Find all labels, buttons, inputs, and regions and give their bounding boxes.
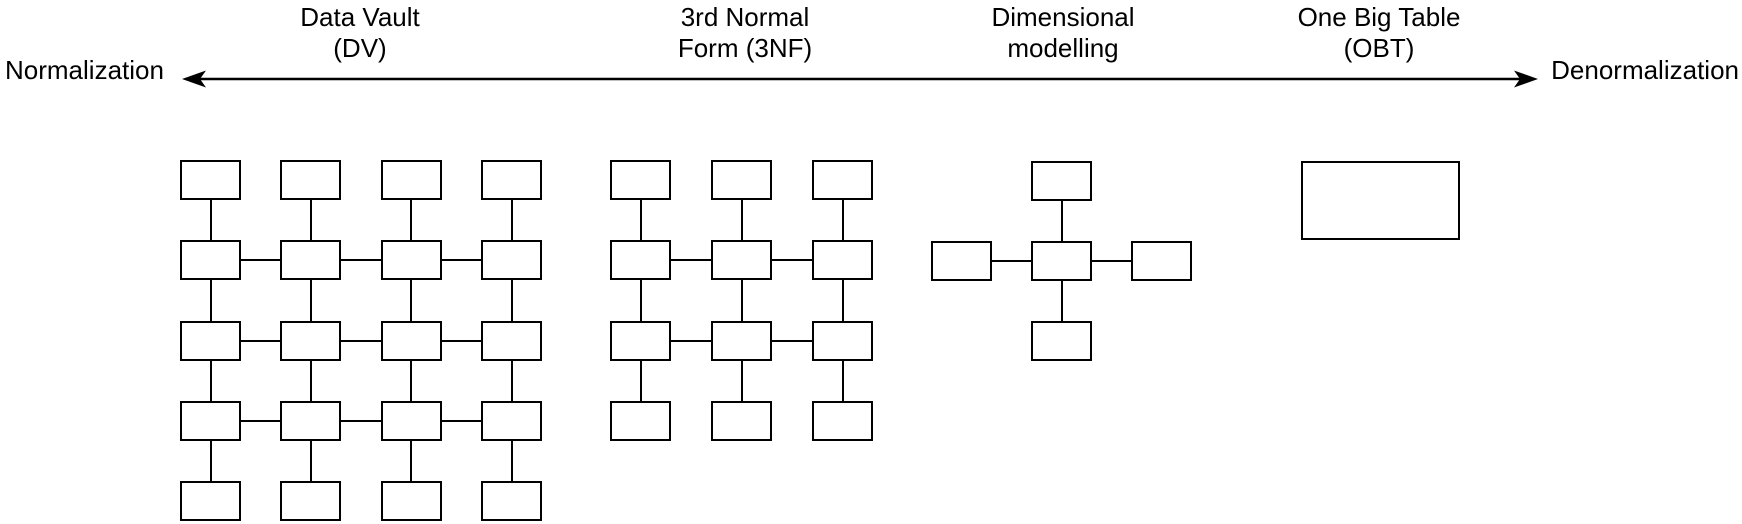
connector-line: [410, 360, 413, 401]
data-vault-box: [280, 481, 342, 521]
data-vault-box: [380, 481, 442, 521]
connector-line: [740, 280, 743, 321]
arrowhead-right-icon: [1514, 70, 1538, 88]
third-normal-form-box: [610, 320, 671, 361]
connector-line: [209, 440, 212, 481]
connector-line: [772, 339, 812, 342]
data-vault-box: [481, 160, 543, 200]
arrowhead-left-icon: [182, 70, 206, 88]
data-vault-box: [180, 160, 241, 200]
data-vault-box: [380, 320, 442, 361]
data-vault-box: [280, 400, 342, 441]
connector-line: [740, 200, 743, 241]
dimensional-modelling-dimension-box: [1131, 241, 1192, 281]
connector-line: [841, 200, 844, 241]
connector-line: [1060, 201, 1063, 241]
data-vault-box: [380, 160, 442, 200]
data-vault-box: [481, 240, 543, 281]
denormalization-label: Denormalization: [1551, 55, 1739, 85]
one-big-table-label: One Big Table (OBT): [1298, 2, 1461, 64]
connector-line: [241, 339, 281, 342]
connector-line: [341, 419, 381, 422]
connector-line: [209, 280, 212, 321]
connector-line: [740, 360, 743, 401]
third-normal-form-box: [610, 400, 671, 441]
connector-line: [309, 280, 312, 321]
normalization-label: Normalization: [5, 55, 164, 85]
third-normal-form-box: [610, 240, 671, 281]
connector-line: [410, 440, 413, 481]
data-vault-box: [481, 320, 543, 361]
connector-line: [410, 280, 413, 321]
connector-line: [410, 200, 413, 241]
connector-line: [992, 260, 1031, 262]
connector-line: [510, 360, 513, 401]
connector-line: [241, 259, 281, 262]
connector-line: [510, 200, 513, 241]
connector-line: [841, 360, 844, 401]
connector-line: [772, 259, 812, 262]
connector-line: [209, 360, 212, 401]
data-vault-box: [481, 481, 543, 521]
data-vault-box: [280, 320, 342, 361]
connector-line: [1060, 281, 1063, 321]
data-vault-box: [280, 240, 342, 281]
dimensional-modelling-label-line1: Dimensional: [991, 2, 1135, 32]
third-normal-form-box: [812, 400, 873, 441]
dimensional-modelling-label-line2: modelling: [1007, 33, 1119, 63]
one-big-table-box: [1301, 161, 1460, 240]
data-vault-box: [180, 240, 241, 281]
data-vault-box: [180, 320, 241, 361]
connector-line: [441, 419, 482, 422]
connector-line: [341, 259, 381, 262]
connector-line: [309, 360, 312, 401]
third-normal-form-box: [711, 240, 772, 281]
connector-line: [241, 419, 281, 422]
connector-line: [639, 200, 642, 241]
data-vault-box: [180, 481, 241, 521]
third-normal-form-box: [812, 240, 873, 281]
third-normal-form-label-line1: 3rd Normal: [680, 2, 810, 32]
dimensional-modelling-dimension-box: [931, 241, 992, 281]
connector-line: [341, 339, 381, 342]
connector-line: [510, 280, 513, 321]
third-normal-form-box: [711, 320, 772, 361]
third-normal-form-label-line2: Form (3NF): [677, 33, 813, 63]
third-normal-form-box: [711, 400, 772, 441]
dimensional-modelling-label: Dimensional modelling: [991, 2, 1134, 64]
one-big-table-label-line2: (OBT): [1343, 33, 1415, 63]
data-vault-box: [481, 400, 543, 441]
data-vault-box: [380, 240, 442, 281]
connector-line: [309, 440, 312, 481]
third-normal-form-box: [610, 160, 671, 200]
connector-line: [671, 259, 711, 262]
connector-line: [639, 360, 642, 401]
connector-line: [1092, 260, 1131, 262]
dimensional-modelling-fact-box: [1031, 241, 1092, 281]
third-normal-form-box: [812, 160, 873, 200]
connector-line: [841, 280, 844, 321]
third-normal-form-box: [812, 320, 873, 361]
connector-line: [671, 339, 711, 342]
connector-line: [639, 280, 642, 321]
data-vault-box: [280, 160, 342, 200]
data-vault-label-line2: (DV): [333, 33, 387, 63]
one-big-table-label-line1: One Big Table: [1297, 2, 1461, 32]
connector-line: [209, 200, 212, 241]
data-vault-label-line1: Data Vault: [300, 2, 420, 32]
dimensional-modelling-dimension-box: [1031, 321, 1092, 361]
data-vault-box: [180, 400, 241, 441]
data-vault-box: [380, 400, 442, 441]
data-vault-label: Data Vault (DV): [300, 2, 419, 64]
connector-line: [441, 339, 482, 342]
dimensional-modelling-dimension-box: [1031, 161, 1092, 201]
connector-line: [510, 440, 513, 481]
third-normal-form-box: [711, 160, 772, 200]
third-normal-form-label: 3rd Normal Form (3NF): [678, 2, 812, 64]
connector-line: [309, 200, 312, 241]
connector-line: [441, 259, 482, 262]
